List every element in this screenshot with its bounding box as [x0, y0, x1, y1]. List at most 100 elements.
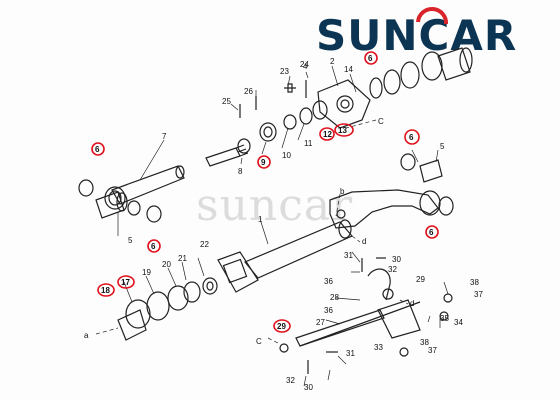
piston-seal-1 — [125, 299, 151, 329]
label-part-25: 25 — [222, 97, 231, 106]
head-block-port — [336, 95, 354, 113]
label-part-18: 18 — [101, 286, 110, 295]
label-part-29-right: 29 — [416, 275, 425, 284]
label-part-17: 17 — [121, 278, 130, 287]
label-part-32-top: 32 — [388, 265, 397, 274]
bushing-upper-end — [459, 47, 473, 73]
dust-seal-right-1 — [400, 153, 416, 171]
highlight-12 — [319, 127, 335, 141]
dust-seal-left-1 — [78, 179, 94, 197]
label-point-c-upper: C — [378, 117, 384, 126]
highlight-6-far-right — [425, 225, 439, 239]
label-point-c-lower: C — [256, 337, 262, 346]
cylinder-flange-inner — [222, 258, 248, 284]
dust-seal-right-2 — [438, 196, 454, 216]
piston-nut-inner — [206, 281, 214, 291]
bushing-upper — [437, 47, 471, 81]
dust-seal-left-3 — [146, 205, 162, 223]
seal-ring-mid-5 — [312, 100, 328, 120]
bolt-23 — [284, 83, 296, 93]
highlight-29 — [273, 319, 291, 333]
seal-ring-mid-2 — [259, 122, 277, 142]
label-part-26: 26 — [244, 87, 253, 96]
label-part-12: 12 — [323, 130, 332, 139]
label-part-38-top: 38 — [470, 278, 479, 287]
label-part-4: 4 — [303, 62, 308, 71]
highlight-13 — [334, 123, 354, 137]
highlight-6-top-left — [91, 142, 105, 156]
label-part-31-top: 31 — [344, 251, 353, 260]
piston-seal-2 — [146, 291, 170, 321]
label-part-27: 27 — [316, 318, 325, 327]
logo-text-sun: SUN — [316, 11, 419, 60]
label-point-b: b — [340, 187, 345, 196]
bracket-bolt-5 — [279, 343, 289, 353]
label-part-30-top: 30 — [392, 255, 401, 264]
seal-ring-mid-4 — [299, 107, 313, 125]
bracket-rod — [299, 301, 421, 347]
label-part-19: 19 — [142, 268, 151, 277]
boom-arm-end — [419, 190, 441, 216]
piston-seal-4 — [183, 281, 201, 303]
label-part-6-far-right: 6 — [429, 228, 434, 237]
bracket-arm — [295, 309, 385, 347]
label-part-10: 10 — [282, 151, 291, 160]
bushing-right — [419, 159, 443, 183]
label-part-32-bottom: 32 — [286, 376, 295, 385]
label-part-8: 8 — [238, 167, 243, 176]
logo-accent-arc — [416, 6, 449, 25]
label-part-6-lower: 6 — [151, 242, 156, 251]
threaded-rod — [205, 147, 241, 167]
seal-ring-upper-4 — [421, 51, 443, 81]
leader-lines — [117, 65, 449, 387]
label-part-34: 34 — [454, 318, 463, 327]
label-part-7: 7 — [162, 132, 167, 141]
seal-ring-mid-1 — [237, 138, 251, 154]
label-part-35: 35 — [440, 314, 449, 323]
rod-end-ellipse — [175, 165, 185, 179]
label-point-d-lower: d — [410, 299, 414, 308]
seal-ring-upper-1 — [369, 77, 383, 99]
label-part-20: 20 — [162, 260, 171, 269]
seal-ring-upper-2 — [383, 69, 401, 95]
bracket-bolt-1 — [382, 288, 394, 300]
rod-eye-inner — [108, 190, 122, 206]
label-part-5-right: 5 — [440, 142, 445, 151]
highlight-6-lower — [147, 239, 161, 253]
boom-arm — [329, 189, 439, 229]
center-line-d — [351, 235, 409, 305]
label-point-a: a — [84, 331, 89, 340]
label-part-28: 28 — [330, 293, 339, 302]
label-part-36-top: 36 — [324, 277, 333, 286]
piston-nut — [202, 277, 218, 295]
piston-body — [117, 309, 147, 341]
label-part-37-top: 37 — [474, 290, 483, 299]
label-part-33: 33 — [374, 343, 383, 352]
piston-seal-3 — [167, 285, 189, 311]
seal-ring-upper-3 — [400, 61, 420, 89]
label-part-31-bottom: 31 — [346, 349, 355, 358]
label-part-22: 22 — [200, 240, 209, 249]
boom-pin-hole — [336, 209, 346, 219]
label-part-2: 2 — [330, 57, 335, 66]
bushing-left — [95, 191, 125, 219]
highlight-17 — [117, 275, 135, 289]
label-part-36-mid: 36 — [324, 306, 333, 315]
bracket-bolt-3 — [443, 293, 453, 303]
cylinder-rod — [111, 165, 185, 205]
label-part-9: 9 — [261, 158, 266, 167]
label-part-37-bottom: 37 — [428, 346, 437, 355]
label-part-14: 14 — [344, 65, 353, 74]
highlight-6-top — [364, 51, 378, 65]
label-part-38-bottom: 38 — [420, 338, 429, 347]
label-part-21: 21 — [178, 254, 187, 263]
label-point-d-upper: d — [362, 237, 366, 246]
highlight-6-right — [404, 129, 420, 145]
center-line-b — [335, 193, 341, 217]
cylinder-tube-end — [338, 219, 352, 239]
dust-seal-left-2 — [127, 200, 141, 216]
cable-loop — [367, 268, 391, 301]
highlight-18 — [97, 283, 115, 297]
